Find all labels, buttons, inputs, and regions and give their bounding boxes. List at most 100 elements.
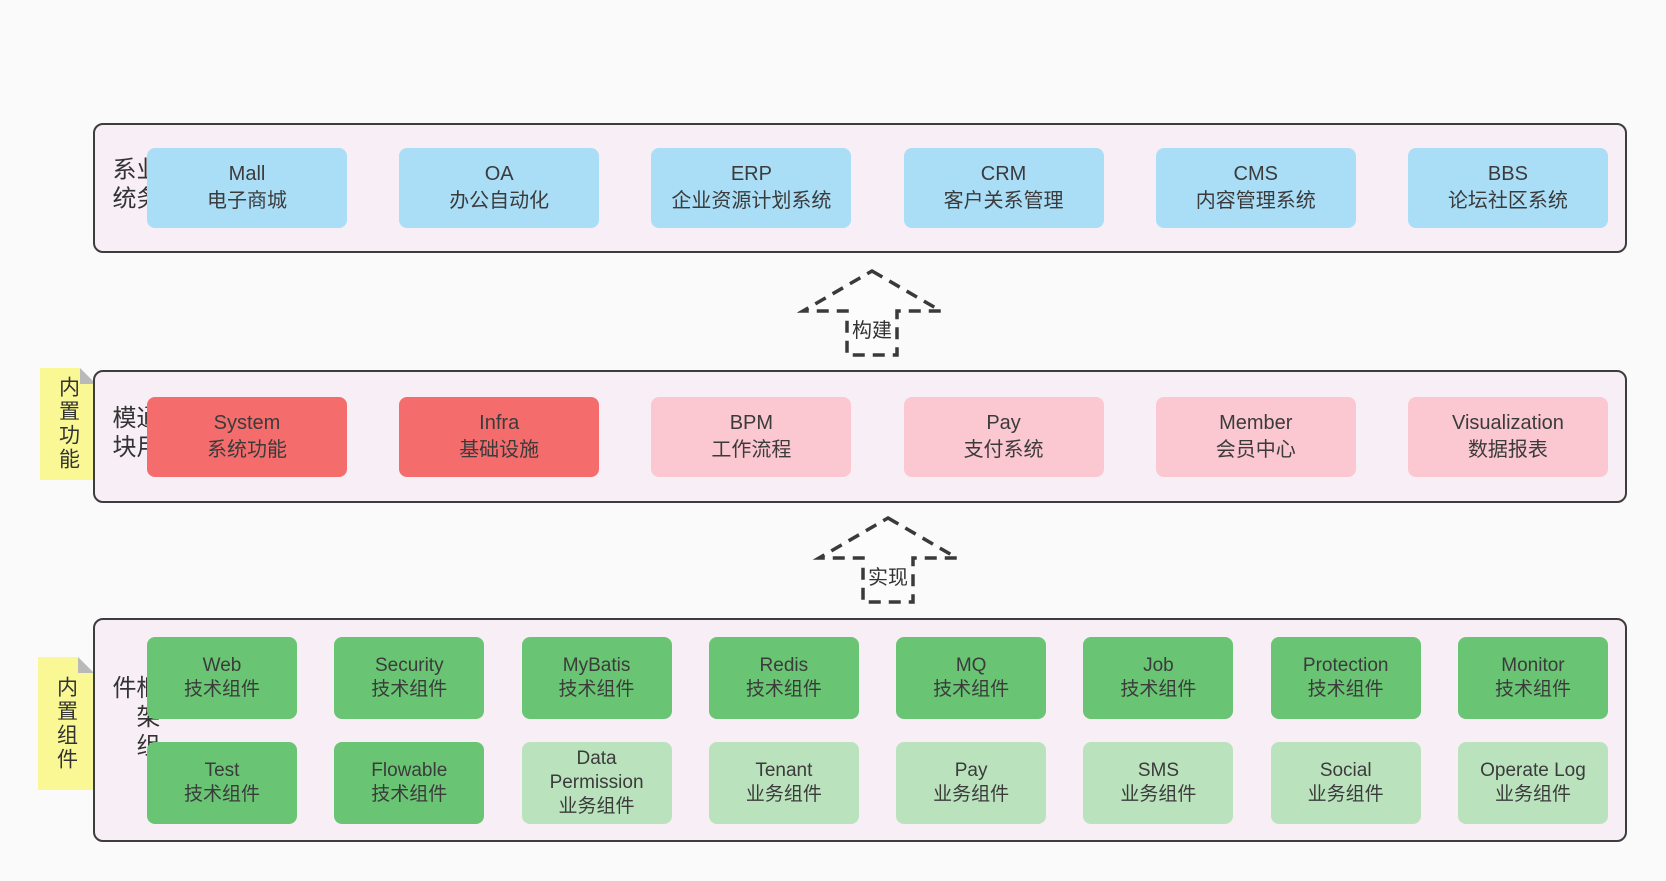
box-subtitle: 办公自动化 [449,190,550,212]
up-arrow-icon [813,515,963,604]
box-name: Flowable [371,759,448,781]
box-subtitle: 支付系统 [963,438,1044,461]
box-name: CMS [1233,163,1278,185]
box-name: Data Permission [549,747,644,793]
box-subtitle: 技术组件 [558,678,635,700]
sticky-note-built-in-components: 内置组件 [38,657,94,790]
box-name: ERP [730,163,772,185]
module-box-erp: ERP 企业资源计划系统 [651,148,852,228]
box-subtitle: 会员中心 [1215,438,1296,461]
module-box-crm: CRM 客户关系管理 [903,148,1104,228]
box-name: Mall [228,163,266,185]
sticky-note-label: 内置组件 [54,675,78,772]
box-name: Tenant [755,759,813,781]
box-subtitle: 企业资源计划系统 [671,190,832,212]
sticky-note-label: 内置功能 [56,376,80,472]
box-subtitle: 业务组件 [1494,783,1571,805]
box-name: Pay [986,411,1021,434]
box-name: Visualization [1451,411,1564,434]
box-name: Monitor [1501,654,1565,676]
box-subtitle: 基础设施 [459,438,540,461]
build-arrow: 构建 [797,268,947,358]
box-subtitle: 技术组件 [183,678,260,700]
box-subtitle: 业务组件 [1120,783,1197,805]
box-subtitle: 内容管理系统 [1195,190,1316,212]
box-name: Infra [479,411,520,434]
box-subtitle: 电子商城 [207,190,287,212]
box-name: BPM [729,411,774,434]
box-name: Social [1319,759,1372,781]
box-subtitle: 数据报表 [1467,438,1548,461]
up-arrow-icon [797,268,947,357]
module-box-infra: Infra 基础设施 [399,396,600,477]
box-subtitle: 技术组件 [371,678,448,700]
box-subtitle: 工作流程 [711,438,792,461]
module-box-oa: OA 办公自动化 [399,148,600,228]
box-name: Pay [954,759,988,781]
box-subtitle: 技术组件 [1494,678,1571,700]
box-subtitle: 业务组件 [745,783,822,805]
box-row: System 系统功能 Infra 基础设施 BPM 工作流程 Pay 支付系统 Member 会… [147,396,1608,477]
box-subtitle: 业务组件 [1307,783,1384,805]
box-subtitle: 技术组件 [371,783,448,805]
box-name: Member [1219,411,1293,434]
module-box-system: System 系统功能 [147,396,347,477]
box-name: Protection [1302,654,1389,676]
box-name: CRM [980,163,1027,185]
box-name: SMS [1137,759,1179,781]
box-subtitle: 技术组件 [745,678,822,700]
box-name: Operate Log [1480,759,1586,781]
box-subtitle: 业务组件 [933,783,1010,805]
box-subtitle: 论坛社区系统 [1447,190,1568,212]
box-name: BBS [1487,163,1528,185]
box-subtitle: 技术组件 [183,783,260,805]
box-name: MQ [955,654,987,676]
box-name: OA [484,163,514,185]
sticky-note-built-in-features: 内置功能 [40,368,96,480]
box-subtitle: 客户关系管理 [943,190,1064,212]
box-name: Job [1143,654,1174,676]
arrow-label: 实现 [866,561,910,590]
module-box-visualization: Visualization 数据报表 [1407,396,1608,477]
module-box-pay: Pay 支付系统 [903,396,1104,477]
box-name: Security [374,654,444,676]
box-subtitle: 技术组件 [933,678,1010,700]
box-subtitle: 业务组件 [558,795,635,817]
box-subtitle: 技术组件 [1307,678,1384,700]
box-name: System [213,411,281,434]
box-name: Web [202,654,242,676]
box-name: MyBatis [562,654,631,676]
box-name: Test [204,759,240,781]
box-name: Redis [759,654,809,676]
box-subtitle: 系统功能 [207,438,287,461]
module-box-bpm: BPM 工作流程 [651,396,852,477]
implement-arrow: 实现 [813,515,963,605]
module-box-bbs: BBS 论坛社区系统 [1407,148,1608,228]
module-box-mall: Mall 电子商城 [147,148,347,228]
box-row: Mall 电子商城 OA 办公自动化 ERP 企业资源计划系统 CRM 客户关系管理 CMS 内容… [147,148,1608,228]
module-box-cms: CMS 内容管理系统 [1155,148,1356,228]
